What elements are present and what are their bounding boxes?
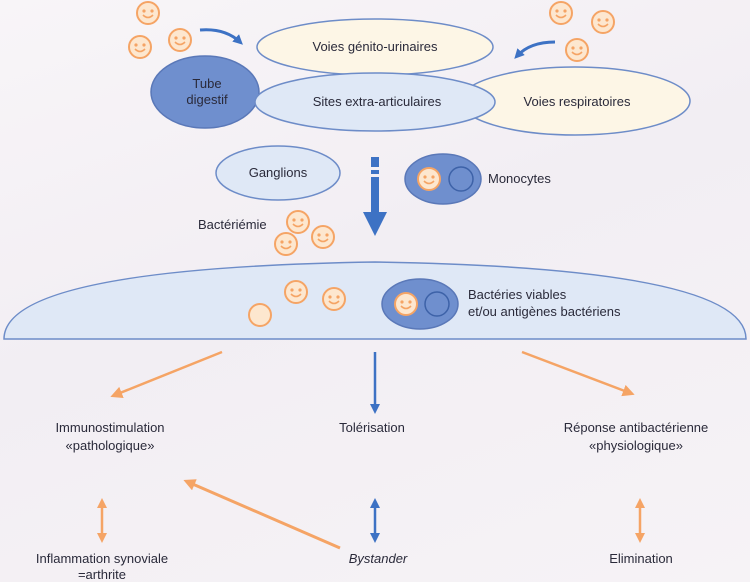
digestive-tube-label-line2: digestif — [186, 92, 228, 107]
bacteria-smiley-icon — [284, 280, 308, 304]
bacterium-plain-icon — [248, 303, 272, 327]
bacteria-smiley-icon — [128, 35, 152, 59]
tolerisation-label: Tolérisation — [339, 420, 405, 435]
extra-articular-ellipse — [254, 72, 496, 132]
arrow-bystander-to-immunostimulation — [183, 479, 341, 550]
curved-arrow-left — [199, 28, 243, 45]
bacteria-smiley-icon — [549, 1, 573, 25]
bacteria-smiley-icon — [394, 292, 418, 316]
bacteria-smiley-icon — [286, 210, 310, 234]
monocytes-label: Monocytes — [488, 171, 551, 186]
reponse-label-line1: Réponse antibactérienne — [564, 420, 709, 435]
arrow-to-reponse — [521, 350, 635, 397]
bacteria-smiley-icon — [565, 38, 589, 62]
bacteries-viables-label-line1: Bactéries viables — [468, 287, 567, 302]
synovial-dome — [3, 261, 747, 340]
bacteria-smiley-icon — [311, 225, 335, 249]
curved-arrow-right — [514, 40, 556, 59]
bacteria-smiley-icon — [136, 1, 160, 25]
monocyte-nucleus-icon — [448, 166, 474, 192]
ganglions-label: Ganglions — [249, 165, 308, 180]
digestive-tube-ellipse — [150, 55, 260, 129]
bystander-label: Bystander — [349, 551, 408, 566]
bacteriemie-label: Bactériémie — [198, 217, 267, 232]
arrow-to-immunostimulation — [110, 350, 223, 398]
respiratory-label: Voies respiratoires — [524, 94, 631, 109]
extra-articular-label: Sites extra-articulaires — [313, 94, 442, 109]
bacteria-smiley-icon — [322, 287, 346, 311]
inflammation-label-line2: =arthrite — [78, 567, 126, 582]
bacteria-smiley-icon — [591, 10, 615, 34]
cell-nucleus-icon — [424, 291, 450, 317]
bacteria-smiley-icon — [168, 28, 192, 52]
ganglions-ellipse — [215, 145, 341, 201]
inflammation-label-line1: Inflammation synoviale — [36, 551, 168, 566]
genito-urinary-label: Voies génito-urinaires — [312, 39, 438, 54]
digestive-tube-label-line1: Tube — [192, 76, 221, 91]
elimination-label: Elimination — [609, 551, 673, 566]
reponse-label-line2: «physiologique» — [589, 438, 683, 453]
immunostimulation-label-line1: Immunostimulation — [55, 420, 164, 435]
bacteria-smiley-icon — [417, 167, 441, 191]
bacteries-viables-label-line2: et/ou antigènes bactériens — [468, 304, 621, 319]
immunostimulation-label-line2: «pathologique» — [66, 438, 155, 453]
bacteria-smiley-icon — [274, 232, 298, 256]
vertical-flow-arrow — [363, 157, 387, 236]
